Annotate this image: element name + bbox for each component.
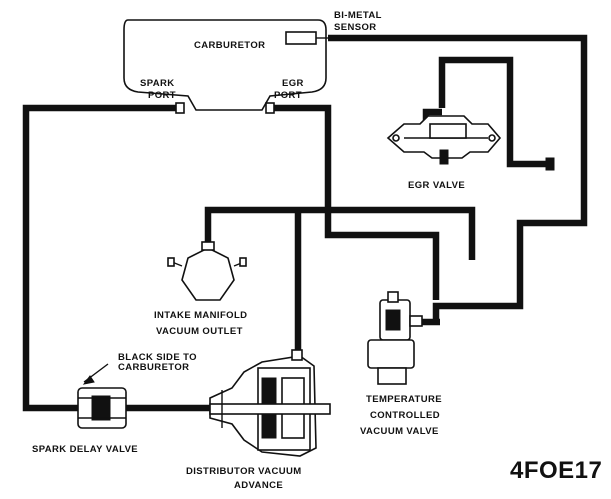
label-intake-line1: INTAKE MANIFOLD — [154, 310, 247, 321]
temperature-controlled-vacuum-valve — [367, 291, 423, 385]
label-egr-port-line1: EGR — [282, 78, 304, 89]
hose-bimetal-sensor — [328, 34, 588, 322]
hose-egr-to-tcvv — [324, 210, 440, 300]
label-spark-delay-valve: SPARK DELAY VALVE — [32, 444, 138, 455]
label-bimetal-sensor-line2: SENSOR — [334, 22, 377, 33]
distributor-vacuum-advance — [209, 349, 331, 457]
hose-cross — [204, 206, 476, 260]
label-black-side-line1: BLACK SIDE TO — [118, 352, 197, 363]
figure-id: 4FOE17 — [510, 457, 602, 484]
label-spark-port-line2: PORT — [148, 90, 176, 101]
carburetor — [123, 19, 327, 111]
label-distributor-line1: DISTRIBUTOR VACUUM — [186, 466, 302, 477]
intake-manifold-outlet — [167, 241, 247, 301]
label-tcvv-line2: CONTROLLED — [370, 410, 440, 421]
hose-egr-port — [272, 104, 332, 210]
label-tcvv-line1: TEMPERATURE — [366, 394, 442, 405]
bimetal-sensor — [285, 31, 317, 45]
label-egr-port-line2: PORT — [274, 90, 302, 101]
label-bimetal-sensor-line1: BI-METAL — [334, 10, 382, 21]
label-spark-port-line1: SPARK — [140, 78, 175, 89]
egr-valve — [386, 115, 502, 165]
hose-spark-port — [22, 104, 178, 412]
label-distributor-line2: ADVANCE — [234, 480, 283, 491]
spark-delay-valve — [77, 387, 127, 429]
label-intake-line2: VACUUM OUTLET — [156, 326, 243, 337]
hose-egr-valve-loop — [438, 56, 550, 168]
label-black-side-line2: CARBURETOR — [118, 362, 189, 373]
label-egr-valve: EGR VALVE — [408, 180, 465, 191]
label-carburetor: CARBURETOR — [194, 40, 265, 51]
label-tcvv-line3: VACUUM VALVE — [360, 426, 439, 437]
